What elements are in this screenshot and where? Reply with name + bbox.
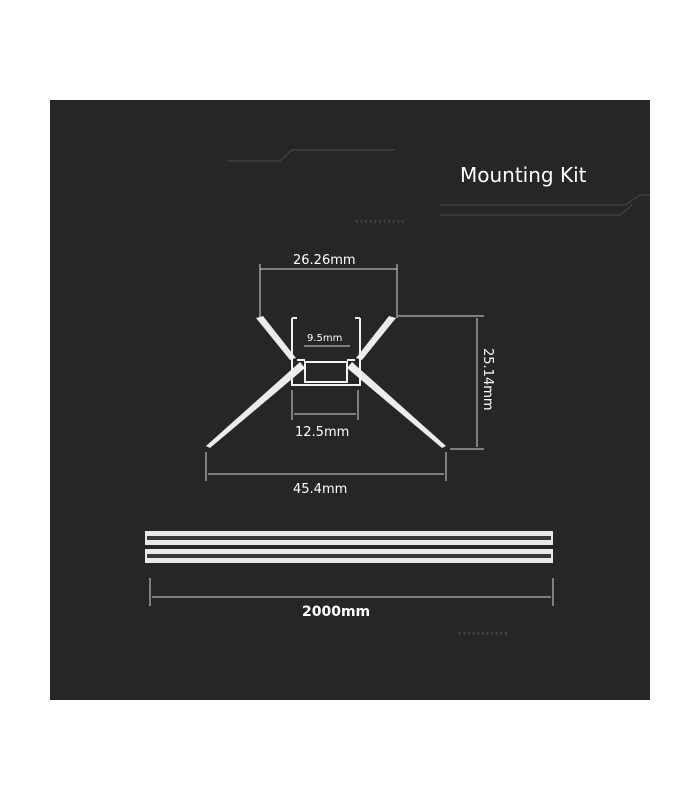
- wing-right: [356, 316, 396, 360]
- profile-body: [291, 317, 361, 386]
- chevrons-top: ‹‹‹‹‹‹‹‹‹‹‹: [355, 217, 406, 227]
- height-label: 25.14mm: [480, 348, 495, 411]
- profile-clips: [297, 359, 355, 369]
- deco-line-right: [440, 194, 650, 206]
- total-width-label: 45.4mm: [293, 482, 347, 497]
- profile-strip-bottom: [145, 549, 553, 563]
- deco-line-top: [228, 149, 395, 162]
- channel-width-label: 12.5mm: [295, 425, 349, 440]
- chevrons-bottom: ‹‹‹‹‹‹‹‹‹‹‹: [458, 629, 509, 639]
- length-label: 2000mm: [302, 604, 370, 620]
- fin-right: [347, 362, 446, 448]
- profile-strip-top: [145, 531, 553, 545]
- profile-inner-channel: [304, 361, 348, 383]
- wing-left: [256, 316, 296, 360]
- deco-line-right-inner: [440, 204, 633, 216]
- top-width-label: 26.26mm: [293, 253, 356, 268]
- fin-left: [206, 362, 305, 448]
- title: Mounting Kit: [460, 163, 587, 187]
- inner-width-label: 9.5mm: [307, 333, 342, 344]
